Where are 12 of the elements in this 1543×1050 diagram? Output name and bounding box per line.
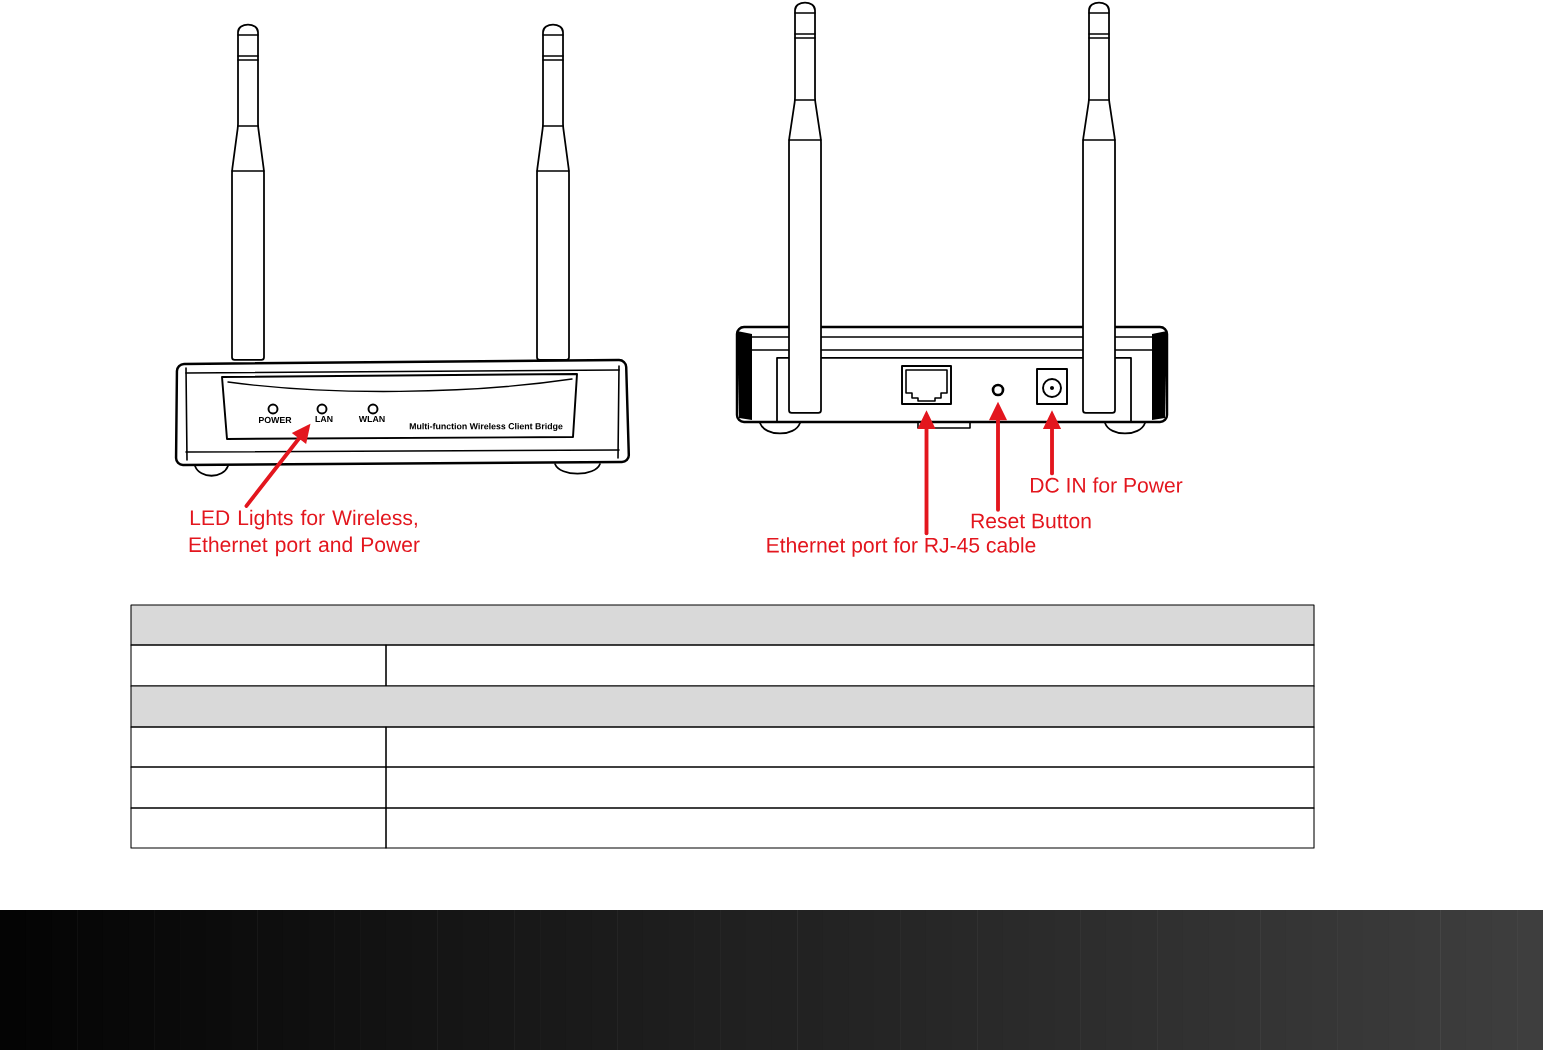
power-jack (1036, 368, 1068, 405)
reset-button (991, 383, 1005, 397)
ethernet-port (901, 365, 952, 405)
led-label: POWER (259, 416, 292, 424)
callout-text: DC IN for Power (1031, 477, 1183, 493)
led-label: WLAN (358, 416, 385, 422)
callout-text: Reset Button (971, 513, 1091, 529)
led-light (316, 403, 328, 415)
callout-text: Ethernet port for RJ-45 cable (767, 537, 1036, 557)
device-label: Multi-function Wireless Client Bridge (409, 422, 563, 432)
callout-text: LED Lights for Wireless, Ethernet port and Power (189, 509, 420, 557)
led-label: LAN (315, 416, 333, 422)
